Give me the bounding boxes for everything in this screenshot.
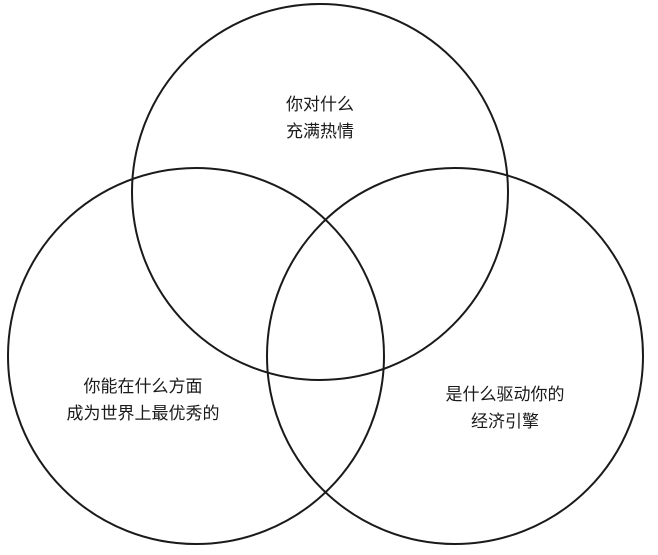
circle-best-at bbox=[7, 167, 385, 545]
label-passion: 你对什么 充满热情 bbox=[286, 95, 354, 142]
label-economic-engine: 是什么驱动你的 经济引擎 bbox=[446, 385, 565, 432]
label-best-at-line-2: 成为世界上最优秀的 bbox=[67, 404, 220, 424]
label-passion-line-2: 充满热情 bbox=[286, 122, 354, 142]
label-economic-engine-line-1: 是什么驱动你的 bbox=[446, 385, 565, 405]
circle-economic-engine bbox=[266, 167, 644, 545]
label-best-at: 你能在什么方面 成为世界上最优秀的 bbox=[67, 377, 220, 424]
label-passion-line-1: 你对什么 bbox=[286, 95, 354, 115]
label-economic-engine-line-2: 经济引擎 bbox=[471, 412, 539, 432]
label-best-at-line-1: 你能在什么方面 bbox=[84, 377, 203, 397]
circle-passion bbox=[131, 3, 509, 381]
